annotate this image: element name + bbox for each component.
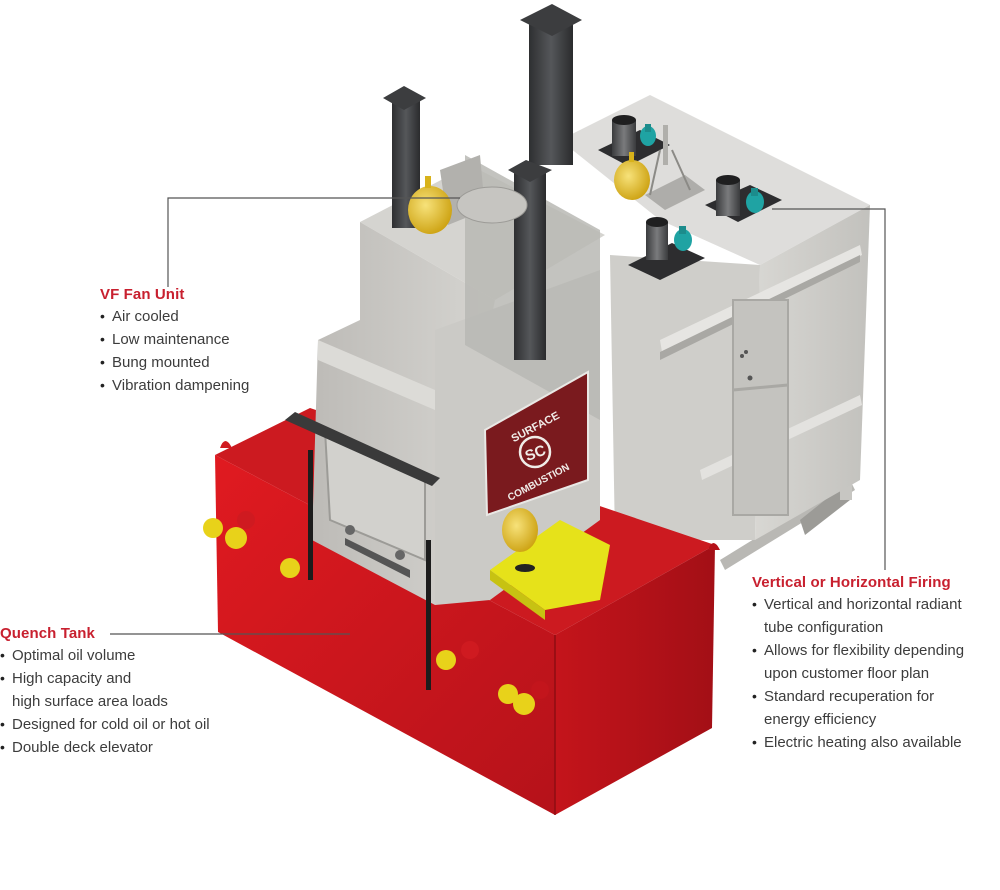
- furnace-body-rear: [560, 95, 870, 570]
- feature-item: Allows for flexibility depending upon cus…: [752, 639, 1000, 685]
- tank-nozzles: [203, 511, 549, 715]
- firing-title: Vertical or Horizontal Firing: [752, 574, 951, 591]
- feature-item: Vertical and horizontal radiant tube conf…: [752, 593, 1000, 639]
- vf-fan-unit-features: Air cooled Low maintenance Bung mounted …: [100, 305, 300, 397]
- feature-item: Bung mounted: [100, 351, 300, 374]
- feature-line: High capacity and: [12, 670, 132, 687]
- feature-line: high surface area loads: [12, 693, 168, 710]
- feature-line: Vertical and horizontal radiant: [764, 596, 962, 613]
- feature-item: Low maintenance: [100, 328, 300, 351]
- brand-plate-monogram: SC: [523, 442, 549, 465]
- feature-item: Double deck elevator: [0, 736, 240, 759]
- feature-line: Allows for flexibility depending: [764, 642, 965, 659]
- feature-line: Double deck elevator: [12, 739, 153, 756]
- feature-line: Designed for cold oil or hot oil: [12, 716, 210, 733]
- feature-item: Standard recuperation for energy efficien…: [752, 685, 1000, 731]
- feature-item: Designed for cold oil or hot oil: [0, 713, 240, 736]
- quench-tank-features: Optimal oil volume High capacity and high…: [0, 644, 240, 759]
- feature-item: Air cooled: [100, 305, 300, 328]
- feature-line: Optimal oil volume: [12, 647, 136, 664]
- vf-fan-unit-callout: VF Fan Unit Air cooled Low maintenance B…: [100, 285, 300, 397]
- feature-line: energy efficiency: [764, 711, 877, 728]
- burner-assemblies: [598, 115, 782, 280]
- leader-lines: [110, 197, 886, 635]
- quench-tank-title: Quench Tank: [0, 625, 96, 642]
- firing-callout: Vertical or Horizontal Firing Vertical a…: [752, 573, 1000, 754]
- feature-line: tube configuration: [764, 619, 884, 636]
- brand-plate: SURFACE SC COMBUSTION: [483, 370, 589, 517]
- vf-fan-unit-title: VF Fan Unit: [100, 286, 185, 303]
- vf-fan-unit: [408, 155, 528, 234]
- feature-item: Electric heating also available: [752, 731, 1000, 754]
- feature-item: Optimal oil volume: [0, 644, 240, 667]
- firing-features: Vertical and horizontal radiant tube conf…: [752, 593, 1000, 754]
- quench-tank-callout: Quench Tank Optimal oil volume High capa…: [0, 624, 240, 759]
- feature-line: Electric heating also available: [764, 734, 962, 751]
- feature-line: Standard recuperation for: [764, 688, 935, 705]
- feature-item: High capacity and high surface area loads: [0, 667, 240, 713]
- feature-line: upon customer floor plan: [764, 665, 930, 682]
- elevator-fan-motor: [490, 508, 610, 620]
- feature-item: Vibration dampening: [100, 374, 300, 397]
